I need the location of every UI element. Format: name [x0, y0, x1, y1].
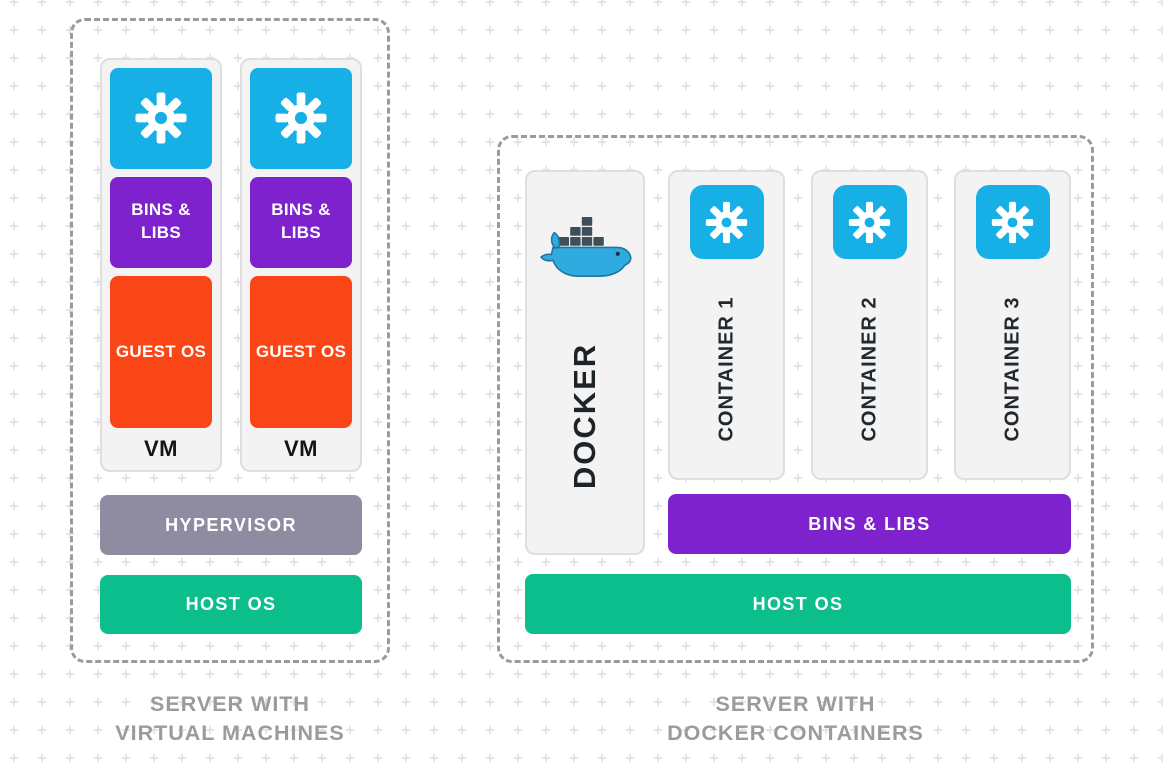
docker-whale-icon: [540, 217, 632, 277]
vm-server-outline: [70, 18, 390, 663]
host-os-bar: HOST OS: [100, 575, 362, 634]
gear-icon: [848, 201, 891, 243]
gear-icon: [275, 92, 327, 144]
bins-libs-block: BINS & LIBS: [250, 176, 352, 268]
docker-label: DOCKER: [567, 342, 602, 489]
app-block: [250, 68, 352, 169]
guest-os-block: GUEST OS: [250, 275, 352, 428]
host-os-bar: HOST OS: [525, 574, 1071, 634]
container-column-1: CONTAINER 1: [668, 170, 785, 480]
left-caption: SERVER WITH VIRTUAL MACHINES: [70, 690, 390, 748]
bins-libs-bar: BINS & LIBS: [668, 494, 1071, 554]
vm-label: VM: [144, 436, 178, 461]
docker-server-group: DOCKER CONTAINER 1 CONTAINER 2: [497, 135, 1094, 760]
container-column-3: CONTAINER 3: [954, 170, 1071, 480]
container-label: CONTAINER 3: [1001, 295, 1023, 442]
bins-libs-block: BINS & LIBS: [110, 176, 212, 268]
app-block: [110, 68, 212, 169]
app-block: [975, 185, 1050, 259]
vm-server-group: BINS & LIBS GUEST OS VM BINS & LIBS GUES…: [70, 18, 390, 758]
right-caption: SERVER WITH DOCKER CONTAINERS: [497, 690, 1094, 748]
gear-icon: [135, 92, 187, 144]
app-block: [689, 185, 764, 259]
gear-icon: [705, 201, 748, 243]
left-caption-line1: SERVER WITH: [150, 692, 310, 716]
vm-label: VM: [284, 436, 318, 461]
app-block: [832, 185, 907, 259]
docker-column: DOCKER: [525, 170, 645, 555]
container-label: CONTAINER 1: [715, 295, 737, 442]
vm-column-1: BINS & LIBS GUEST OS VM: [100, 58, 222, 472]
left-caption-line2: VIRTUAL MACHINES: [115, 720, 345, 745]
vm-column-2: BINS & LIBS GUEST OS VM: [240, 58, 362, 472]
gear-icon: [991, 201, 1034, 243]
right-caption-line1: SERVER WITH: [715, 692, 876, 716]
hypervisor-bar: HYPERVISOR: [100, 495, 362, 555]
docker-server-outline: [497, 135, 1094, 663]
right-caption-line2: DOCKER CONTAINERS: [667, 720, 924, 745]
guest-os-block: GUEST OS: [110, 275, 212, 428]
container-column-2: CONTAINER 2: [811, 170, 928, 480]
container-label: CONTAINER 2: [858, 295, 880, 442]
docker-label-area: DOCKER: [527, 278, 643, 553]
